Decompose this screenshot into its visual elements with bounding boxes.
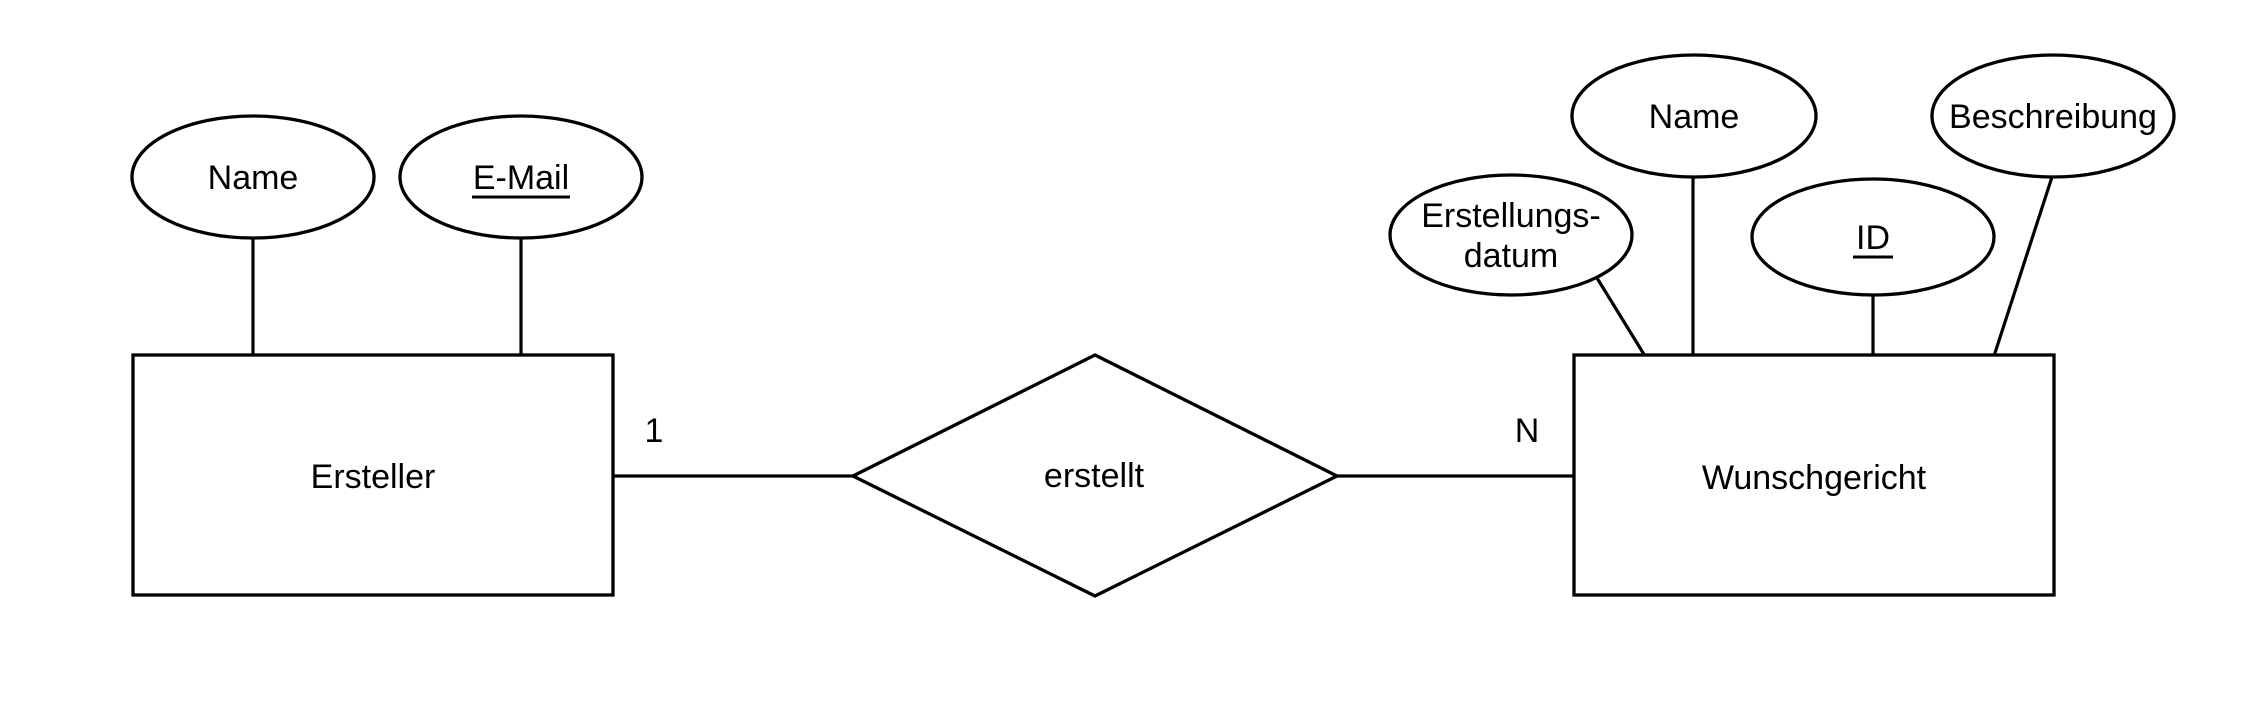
relationship-erstellt-diamond <box>849 353 1341 598</box>
attribute-wunschgericht-id-label: ID <box>1856 219 1890 257</box>
attribute-wunschgericht-name-ellipse <box>1570 53 1818 179</box>
attribute-ersteller-email-ellipse <box>398 114 644 240</box>
attribute-ersteller-name: Name <box>130 114 376 240</box>
attribute-wunschgericht-name-label: Name <box>1649 98 1740 136</box>
entity-wunschgericht-box <box>1572 353 2056 597</box>
attribute-wunschgericht-id-ellipse <box>1750 177 1996 297</box>
entity-wunschgericht-label: Wunschgericht <box>1702 459 1927 497</box>
attribute-wunschgericht-erstellungsdatum-label-line2: datum <box>1464 237 1559 275</box>
entity-ersteller-label: Ersteller <box>311 458 436 496</box>
attribute-wunschgericht-beschreibung: Beschreibung <box>1930 53 2176 179</box>
entity-ersteller: Ersteller <box>131 353 615 597</box>
attribute-wunschgericht-erstellungsdatum: Erstellungs- datum <box>1388 173 1634 297</box>
attribute-wunschgericht-name: Name <box>1570 53 1818 179</box>
connector-erstellungsdatum-to-wunschgericht <box>1595 277 1647 357</box>
entity-wunschgericht: Wunschgericht <box>1572 353 2056 597</box>
attribute-wunschgericht-id: ID <box>1750 177 1996 297</box>
relationship-erstellt: erstellt <box>849 353 1341 598</box>
connector-beschreibung-to-wunschgericht <box>1992 176 2054 357</box>
attribute-ersteller-email-label: E-Mail <box>473 159 569 197</box>
attribute-ersteller-name-label: Name <box>208 159 299 197</box>
attribute-wunschgericht-beschreibung-ellipse <box>1930 53 2176 179</box>
entity-ersteller-box <box>131 353 615 597</box>
attribute-ersteller-name-ellipse <box>130 114 376 240</box>
cardinality-left: 1 <box>645 412 664 450</box>
attribute-wunschgericht-erstellungsdatum-label-line1: Erstellungs- <box>1421 197 1601 235</box>
attribute-wunschgericht-beschreibung-label: Beschreibung <box>1949 98 2157 136</box>
relationship-erstellt-label: erstellt <box>1044 457 1145 495</box>
attribute-ersteller-email: E-Mail <box>398 114 644 240</box>
connectors <box>251 176 2054 478</box>
attribute-wunschgericht-erstellungsdatum-ellipse <box>1388 173 1634 297</box>
cardinality-right: N <box>1515 412 1540 450</box>
